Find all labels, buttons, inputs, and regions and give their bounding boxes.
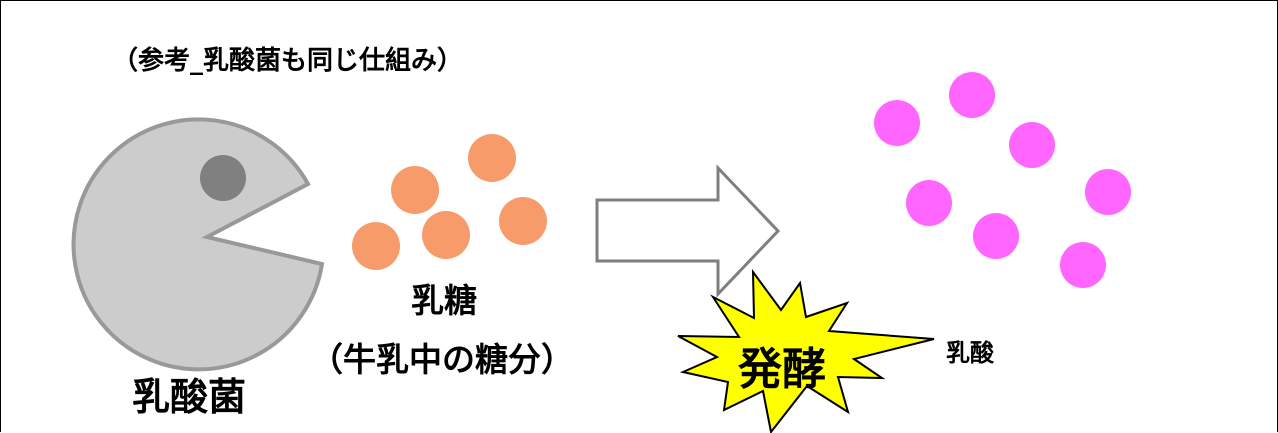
lactic-acid-dots xyxy=(874,72,1131,288)
lactose-sublabel: （牛乳中の糖分） xyxy=(310,340,574,379)
lactic-acid-bacteria-body xyxy=(71,117,325,372)
lactic-acid-dot xyxy=(874,100,920,146)
lactic-acid-dot xyxy=(949,72,995,118)
lactose-dot xyxy=(391,166,439,214)
lactic-acid-dot xyxy=(1060,242,1106,288)
fermentation-burst xyxy=(677,268,935,433)
lactose-dot xyxy=(499,197,547,245)
bacteria-label: 乳酸菌 xyxy=(132,375,247,419)
lactic-acid-dot xyxy=(906,180,952,226)
fermentation-label: 発酵 xyxy=(738,344,826,395)
bacteria-eye xyxy=(200,155,246,201)
lactic-acid-dot xyxy=(1085,169,1131,215)
lactic-acid-dot xyxy=(1009,122,1055,168)
lactose-dot xyxy=(468,134,516,182)
heading: （参考_乳酸菌も同じ仕組み） xyxy=(112,46,464,76)
lactose-dot xyxy=(422,211,470,259)
lactose-dots xyxy=(352,134,547,270)
lactose-dot xyxy=(352,222,400,270)
process-arrow xyxy=(595,164,781,298)
lactic-acid-dot xyxy=(973,213,1019,259)
lactose-label: 乳糖 xyxy=(411,281,477,320)
lactic-acid-label: 乳酸 xyxy=(946,339,994,367)
